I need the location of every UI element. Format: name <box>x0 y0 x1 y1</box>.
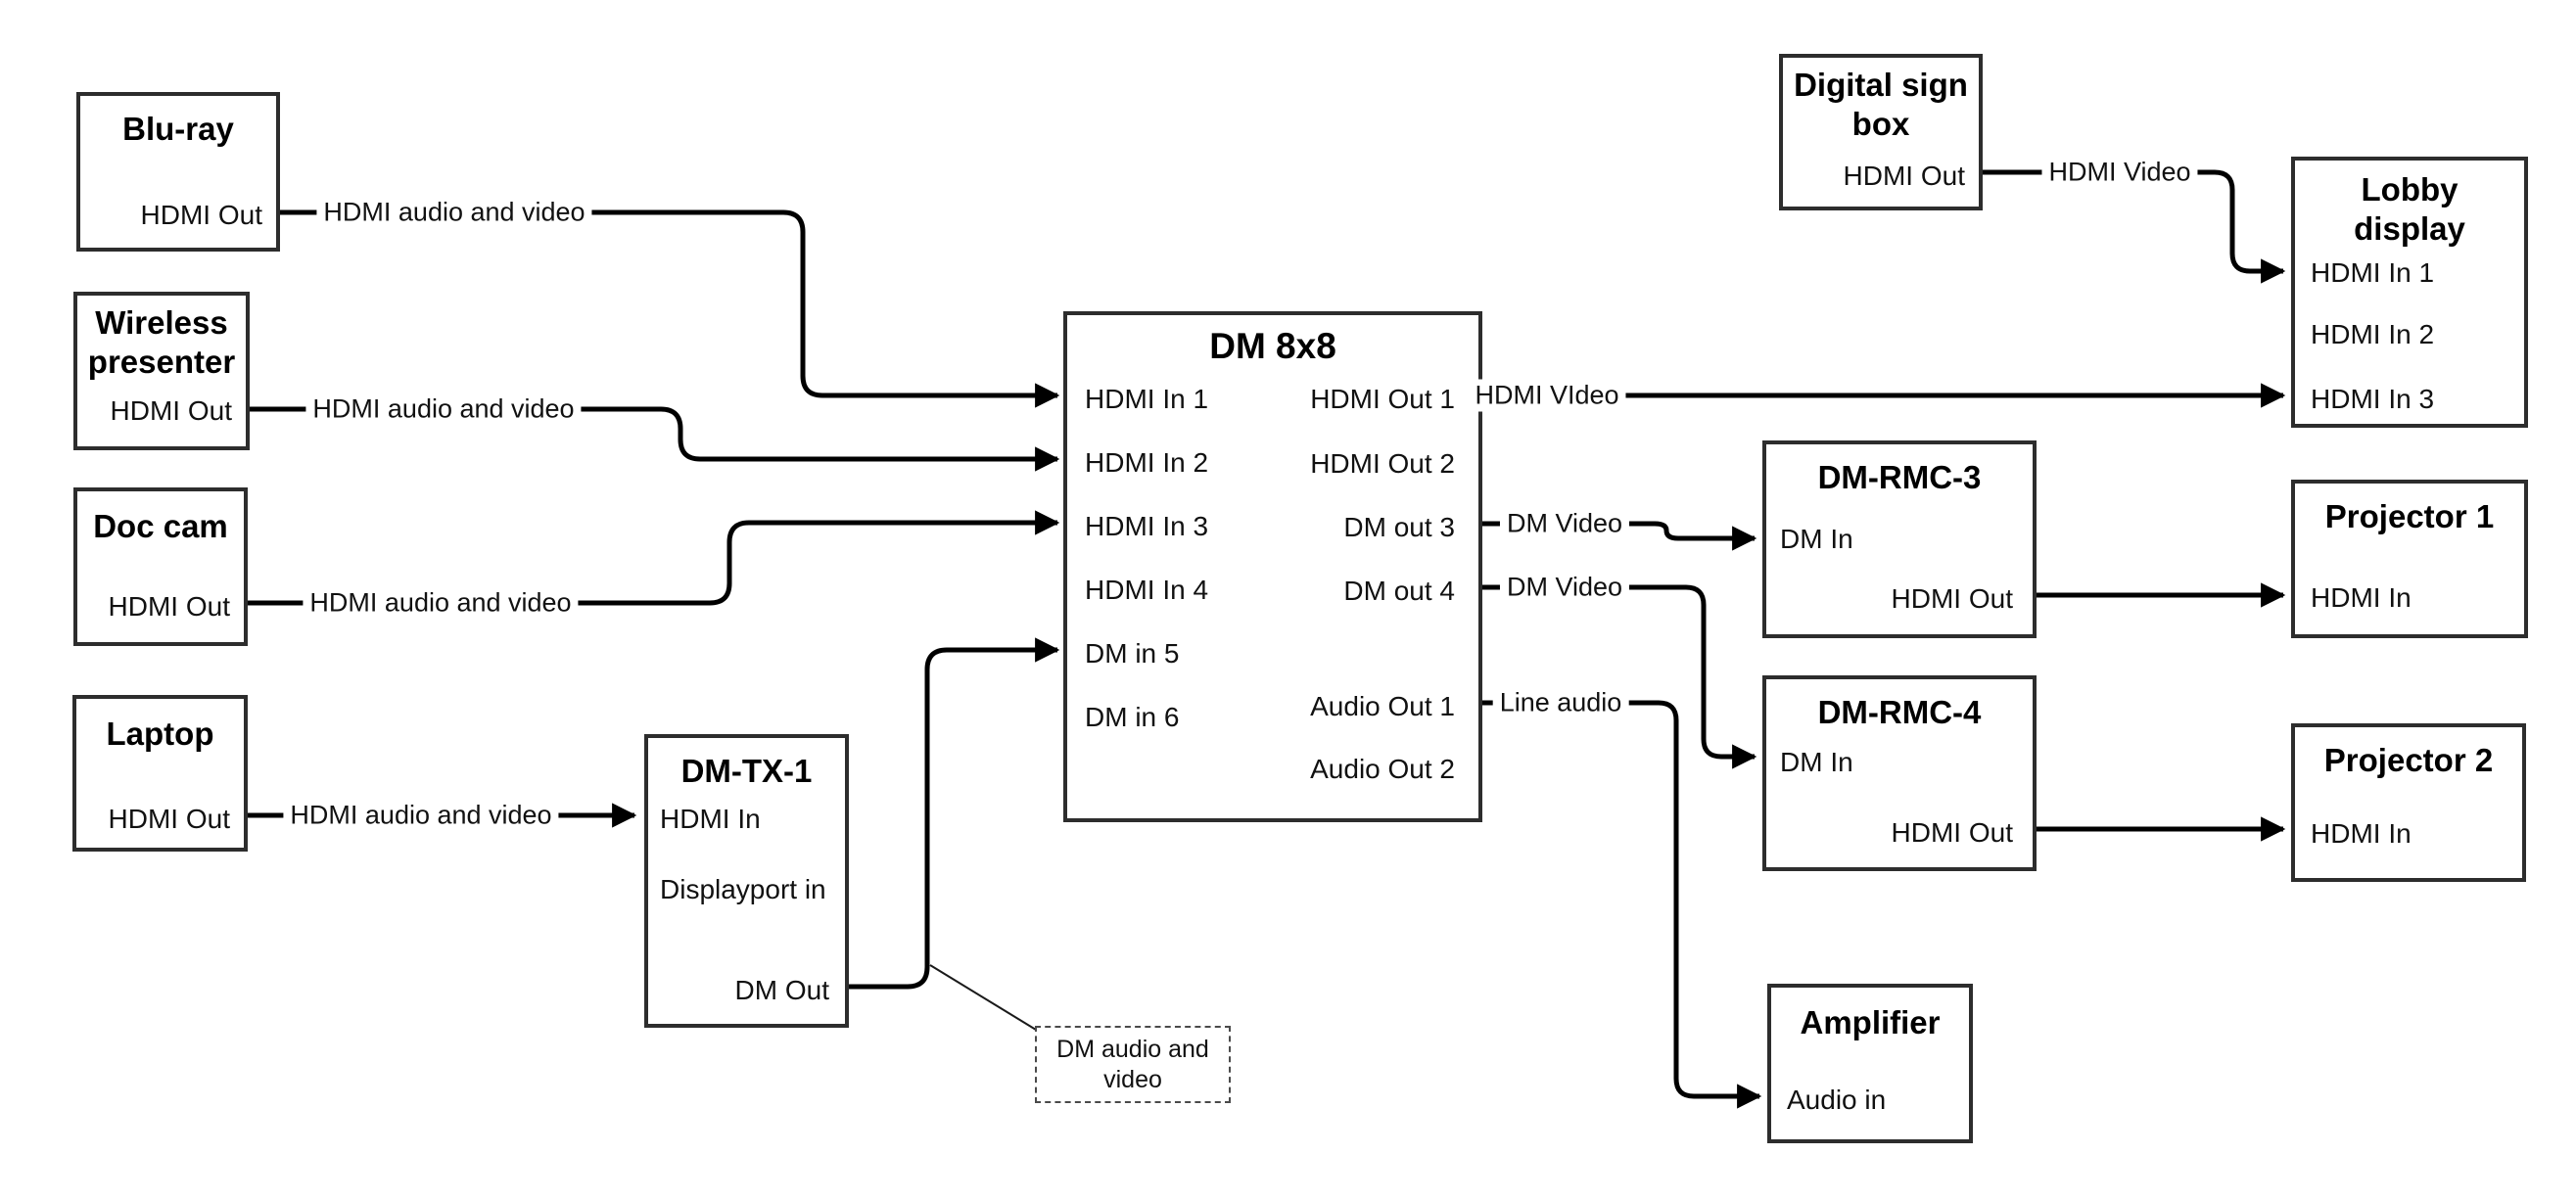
node-dm-8x8: DM 8x8 HDMI In 1 HDMI In 2 HDMI In 3 HDM… <box>1063 311 1482 822</box>
node-dm-rmc-3: DM-RMC-3 DM In HDMI Out <box>1762 440 2037 638</box>
port-dm-in-5: DM in 5 <box>1085 638 1180 669</box>
node-title: Blu-ray <box>122 111 234 147</box>
connector-bluray-to-dm8x8-in1 <box>280 209 1060 408</box>
port-dm-in: DM In <box>1780 524 1853 554</box>
node-bluray: Blu-ray HDMI Out <box>76 92 280 252</box>
port-hdmi-in-2: HDMI In 2 <box>2311 319 2435 349</box>
port-audio-in: Audio in <box>1787 1085 1887 1115</box>
connector-wireless-to-dm8x8-in2 <box>250 406 1060 472</box>
port-hdmi-in-2: HDMI In 2 <box>1085 447 1209 478</box>
wire-label-hdmi-video-out1: HDMI VIdeo <box>1468 379 1626 412</box>
connector-digitalsign-to-lobby-in1 <box>1983 169 2286 284</box>
connector-dm8x8-audio1-to-amplifier <box>1482 700 1762 1109</box>
node-title: DM-RMC-3 <box>1817 459 1982 495</box>
port-dm-out-3: DM out 3 <box>1343 512 1455 542</box>
port-dm-out: DM Out <box>734 975 829 1005</box>
port-hdmi-out: HDMI Out <box>140 200 262 230</box>
node-title: DM 8x8 <box>1209 326 1336 366</box>
node-title: Wireless presenter <box>87 304 236 380</box>
node-projector-1: Projector 1 HDMI In <box>2291 480 2528 638</box>
port-hdmi-in-3: HDMI In 3 <box>1085 511 1209 541</box>
wire-label-dm-video-out3: DM Video <box>1499 507 1630 540</box>
wire-label-hdmi-audio-video-wireless: HDMI audio and video <box>305 393 582 426</box>
port-hdmi-out: HDMI Out <box>1891 817 2013 848</box>
connector-dmtx1-dmout-to-dm8x8-in5 <box>849 637 1060 990</box>
node-doc-cam: Doc cam HDMI Out <box>73 487 248 646</box>
node-title: DM-RMC-4 <box>1817 694 1982 730</box>
port-hdmi-in: HDMI In <box>2311 818 2412 849</box>
node-projector-2: Projector 2 HDMI In <box>2291 723 2526 882</box>
node-digital-sign-box: Digital sign box HDMI Out <box>1779 54 1983 210</box>
port-dm-out-4: DM out 4 <box>1343 576 1455 606</box>
node-amplifier: Amplifier Audio in <box>1767 984 1973 1143</box>
node-title: Amplifier <box>1800 1004 1941 1040</box>
wire-label-line-audio: Line audio <box>1492 686 1629 719</box>
wire-label-hdmi-video-digitalsign: HDMI Video <box>2041 156 2198 189</box>
wire-label-dm-video-out4: DM Video <box>1499 571 1630 604</box>
port-audio-out-1: Audio Out 1 <box>1310 691 1455 721</box>
node-title: Projector 2 <box>2323 742 2494 778</box>
wire-label-hdmi-audio-video-doccam: HDMI audio and video <box>303 586 579 620</box>
connector-doccam-to-dm8x8-in3 <box>248 510 1060 606</box>
node-title: Projector 1 <box>2324 498 2495 534</box>
callout-dm-audio-and-video: DM audio and video <box>1035 1026 1231 1103</box>
port-hdmi-in: HDMI In <box>2311 582 2412 613</box>
node-title: Doc cam <box>93 508 228 544</box>
port-hdmi-out: HDMI Out <box>110 395 232 426</box>
node-title: Lobby display <box>2354 171 2465 247</box>
port-displayport-in: Displayport in <box>660 874 826 904</box>
callout-text: DM audio and video <box>1056 1035 1209 1093</box>
connector-dm8x8-out4-to-rmc4 <box>1482 584 1757 769</box>
node-dm-rmc-4: DM-RMC-4 DM In HDMI Out <box>1762 675 2037 871</box>
port-hdmi-in-3: HDMI In 3 <box>2311 384 2435 414</box>
node-title: Digital sign box <box>1794 67 1968 142</box>
port-hdmi-out-2: HDMI Out 2 <box>1310 448 1455 479</box>
port-dm-in-6: DM in 6 <box>1085 702 1180 732</box>
port-hdmi-out: HDMI Out <box>108 804 230 834</box>
port-hdmi-in-1: HDMI In 1 <box>1085 384 1209 414</box>
port-hdmi-in-4: HDMI In 4 <box>1085 575 1209 605</box>
node-wireless-presenter: Wireless presenter HDMI Out <box>73 292 250 450</box>
port-dm-in: DM In <box>1780 747 1853 777</box>
node-title: Laptop <box>106 716 214 752</box>
connector-dm8x8-out3-to-rmc3 <box>1482 521 1757 551</box>
port-hdmi-in-1: HDMI In 1 <box>2311 257 2435 288</box>
port-hdmi-out: HDMI Out <box>1843 161 1965 191</box>
port-hdmi-out: HDMI Out <box>1891 583 2013 614</box>
node-lobby-display: Lobby display HDMI In 1 HDMI In 2 HDMI I… <box>2291 157 2528 428</box>
node-laptop: Laptop HDMI Out <box>72 695 248 852</box>
node-title: DM-TX-1 <box>680 753 813 789</box>
callout-leader-line <box>929 964 1037 1031</box>
wire-label-hdmi-audio-video-laptop: HDMI audio and video <box>283 799 559 832</box>
port-hdmi-out-1: HDMI Out 1 <box>1310 384 1455 414</box>
port-audio-out-2: Audio Out 2 <box>1310 754 1455 784</box>
port-hdmi-in: HDMI In <box>660 804 761 834</box>
node-dm-tx-1: DM-TX-1 HDMI In Displayport in DM Out <box>644 734 849 1028</box>
port-hdmi-out: HDMI Out <box>108 591 230 622</box>
wire-label-hdmi-audio-video-bluray: HDMI audio and video <box>316 196 592 229</box>
